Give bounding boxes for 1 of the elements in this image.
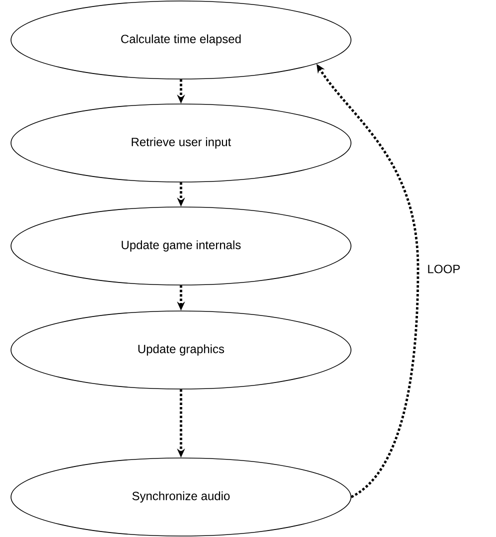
edge-label: LOOP <box>426 264 462 274</box>
